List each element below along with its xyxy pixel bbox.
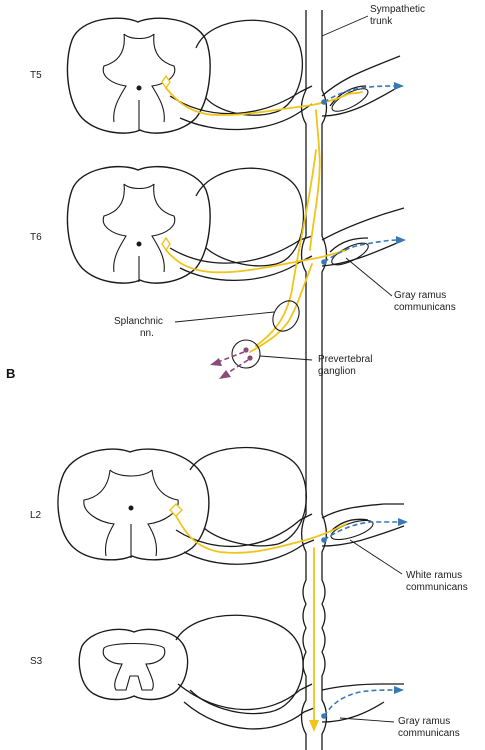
postganglionic-fibers xyxy=(321,82,408,719)
spinal-cord-t5 xyxy=(66,17,211,134)
trunk-left-edge xyxy=(300,10,307,750)
visceral-arrow-1 xyxy=(210,358,222,366)
post-arrow-s3 xyxy=(394,686,404,694)
visceral-fiber-1 xyxy=(217,351,245,363)
label-sympathetic-line1: Sympathetic xyxy=(370,4,425,15)
gray-matter-l2 xyxy=(83,469,179,557)
leader-sympathetic-trunk xyxy=(321,15,369,37)
vertebra-outline-s3 xyxy=(175,614,304,715)
spinal-nerve-s3 xyxy=(177,683,315,730)
gray-matter-s3 xyxy=(102,643,166,691)
sympathetic-trunk xyxy=(300,10,405,750)
ramus-l2 xyxy=(321,503,405,547)
gray-matter-t5 xyxy=(102,33,176,123)
label-prevertebral-line2: ganglion xyxy=(318,366,356,377)
spinal-nerve-t5 xyxy=(169,85,313,131)
post-arrow-t6 xyxy=(396,236,406,244)
leader-lines xyxy=(174,15,403,723)
fiber-splanchnic xyxy=(255,149,317,347)
vertebra-outline-t6 xyxy=(195,167,305,267)
segment-s3 xyxy=(78,614,315,730)
post-fiber-s3 xyxy=(323,689,397,717)
central-canal-t5 xyxy=(136,85,142,91)
spinal-cord-l2 xyxy=(57,448,210,561)
label-gray-ramus-2-line2: communicans xyxy=(398,728,460,739)
segment-t6 xyxy=(66,165,313,284)
label-white-ramus-line2: communicans xyxy=(406,582,468,593)
preganglionic-fibers xyxy=(161,74,363,732)
label-gray-ramus-1-line2: communicans xyxy=(394,302,456,313)
fiber-t6 xyxy=(165,249,347,274)
visceral-fiber-2 xyxy=(225,359,249,375)
segment-l2 xyxy=(57,446,315,565)
splanchnic-region xyxy=(210,300,300,379)
post-arrow-t5 xyxy=(394,82,404,90)
fiber-l2-arrowhead xyxy=(309,720,319,732)
leader-prevertebral xyxy=(259,355,313,361)
label-white-ramus-line1: White ramus xyxy=(406,570,462,581)
gray-matter-t6 xyxy=(102,183,176,273)
spinal-cord-s3 xyxy=(78,628,189,701)
fiber-l2 xyxy=(175,515,347,554)
post-arrow-l2 xyxy=(398,518,408,526)
prevertebral-cell-2 xyxy=(247,355,253,361)
level-label-s3: S3 xyxy=(30,656,43,667)
fiber-t5-trunk xyxy=(309,109,321,251)
leader-white-ramus xyxy=(349,539,403,575)
ramus-s3 xyxy=(321,683,404,723)
label-splanchnic-line1: Splanchnic xyxy=(114,316,163,327)
level-label-t6: T6 xyxy=(30,232,42,243)
trunk-right-edge xyxy=(321,10,328,750)
ramus-loop-t6 xyxy=(331,242,369,266)
spinal-cord-t6 xyxy=(66,165,211,284)
post-fiber-t5 xyxy=(323,85,397,103)
label-prevertebral-line1: Prevertebral xyxy=(318,354,372,365)
fiber-t5 xyxy=(165,87,363,116)
prevertebral-cell-1 xyxy=(243,347,249,353)
panel-letter: B xyxy=(6,366,15,381)
leader-gray-ramus-2 xyxy=(339,717,395,723)
level-label-l2: L2 xyxy=(30,510,42,521)
ramus-loop-l2 xyxy=(330,519,374,541)
label-splanchnic-line2: nn. xyxy=(140,328,154,339)
label-sympathetic-line2: trunk xyxy=(370,16,393,27)
level-label-t5: T5 xyxy=(30,70,42,81)
label-gray-ramus-1-line1: Gray ramus xyxy=(394,290,446,301)
splanchnic-encircle xyxy=(272,300,300,332)
label-gray-ramus-2-line1: Gray ramus xyxy=(398,716,450,727)
visceral-arrow-2 xyxy=(219,370,231,379)
leader-gray-ramus-1 xyxy=(345,257,393,297)
post-fiber-l2 xyxy=(323,521,400,541)
ramus-t6 xyxy=(321,207,405,267)
prevertebral-ganglion-circle xyxy=(231,339,261,369)
fiber-splanchnic-2 xyxy=(249,263,313,353)
central-canal-t6 xyxy=(136,241,142,247)
vertebra-outline-t5 xyxy=(195,19,304,116)
leader-splanchnic xyxy=(174,311,275,323)
segment-t5 xyxy=(66,17,313,134)
central-canal-l2 xyxy=(128,505,134,511)
